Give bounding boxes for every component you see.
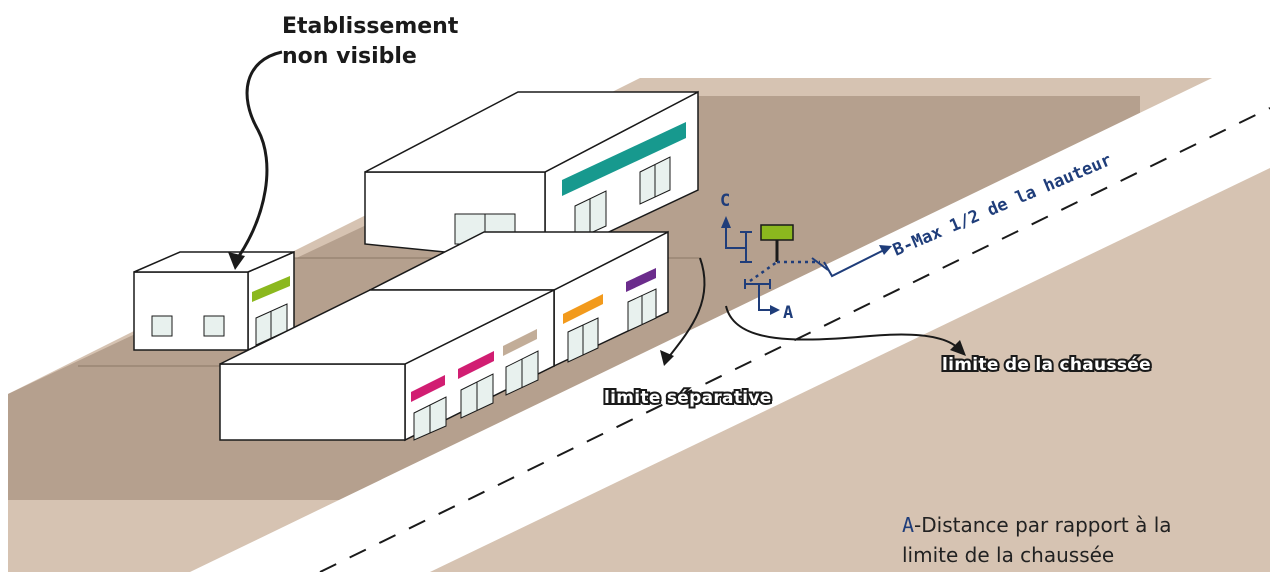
- door-back-2: [639, 156, 671, 205]
- band-teal: [562, 122, 686, 196]
- small-building: [133, 250, 295, 352]
- label-a: A: [783, 303, 793, 323]
- arrow-limite-chaussee: [725, 305, 959, 349]
- arrow-etablissement: [233, 50, 283, 263]
- title-line-1: Etablissement: [282, 14, 459, 39]
- legend-line-2: limite de la chaussée: [902, 543, 1115, 567]
- arrow-limite-separative: [667, 257, 706, 359]
- door-fr-1: [567, 317, 599, 363]
- front-left-building: [219, 288, 555, 442]
- arrow-limite-separative-head: [660, 350, 674, 366]
- label-limite-chaussee: limite de la chaussée: [942, 355, 1151, 375]
- arrow-limite-chaussee-head: [950, 340, 966, 356]
- window-small-1: [151, 315, 173, 337]
- band-beige: [503, 329, 537, 356]
- sign-panel: [760, 224, 794, 241]
- title-etablissement: Etablissement non visible: [282, 12, 458, 72]
- legend-key: A: [902, 513, 915, 537]
- door-fl-3: [505, 350, 539, 396]
- band-purple: [626, 268, 656, 292]
- arrow-c-head: [721, 216, 731, 228]
- arrow-b-head: [879, 245, 892, 255]
- door-fl-1: [413, 396, 447, 441]
- band-pink-1: [411, 375, 445, 402]
- measurement-annotations: [725, 224, 885, 311]
- door-fr-2: [627, 288, 657, 332]
- legend-text-1: -Distance par rapport à la: [914, 513, 1172, 537]
- label-c: C: [720, 191, 730, 211]
- door-fl-2: [460, 373, 494, 419]
- band-pink-2: [458, 351, 494, 379]
- arrow-etablissement-head: [228, 252, 245, 270]
- door-back-1: [574, 190, 607, 241]
- arrow-a-head: [770, 305, 780, 315]
- band-green: [252, 276, 290, 302]
- band-orange: [563, 294, 603, 324]
- legend-line-1: A-Distance par rapport à la: [902, 510, 1172, 540]
- legend: A-Distance par rapport à la limite de la…: [902, 510, 1172, 570]
- window-small-2: [203, 315, 225, 337]
- title-line-2: non visible: [282, 44, 417, 69]
- label-limite-separative: limite séparative: [604, 388, 772, 408]
- road: [190, 50, 1270, 572]
